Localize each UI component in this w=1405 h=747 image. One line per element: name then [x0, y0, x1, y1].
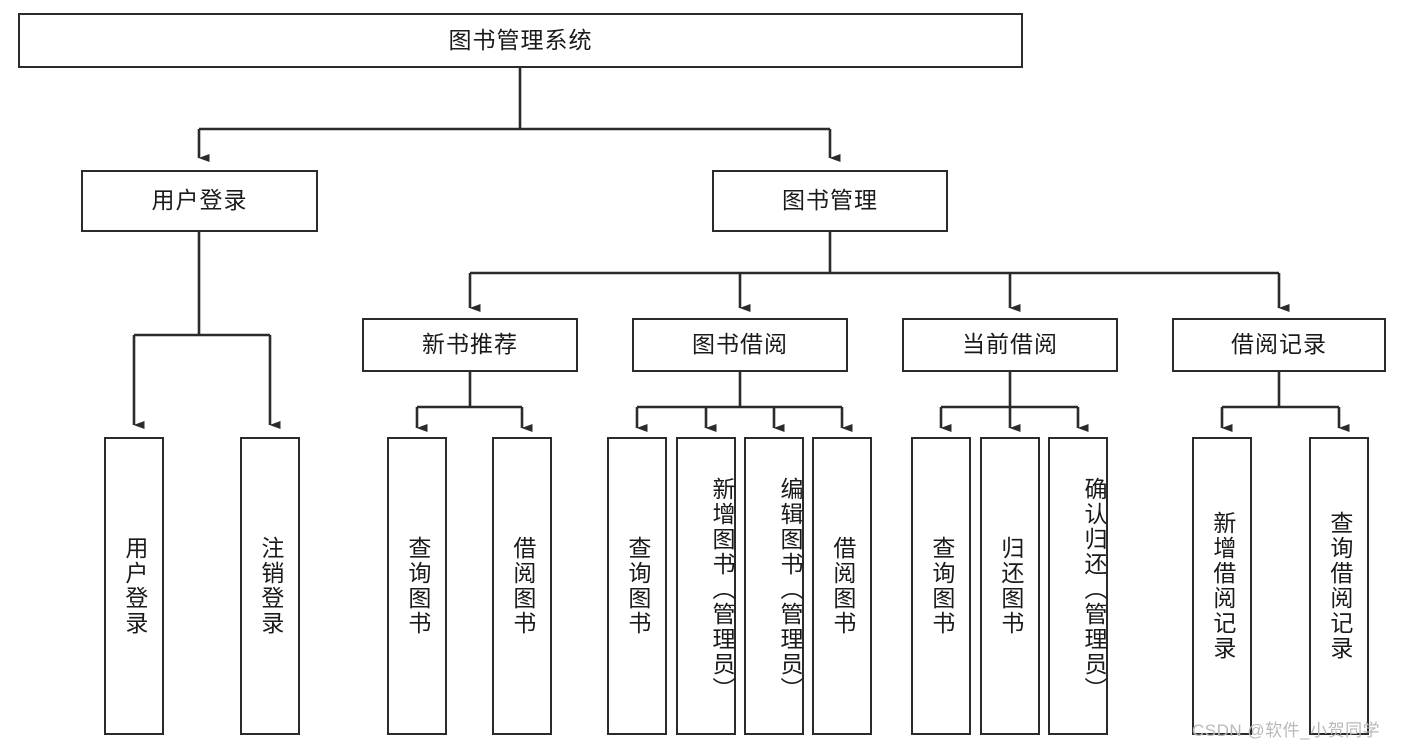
csdn-watermark: CSDN @软件_小贺同学 [1192, 721, 1381, 740]
leaf-borrowrecord-query-record[interactable]: 查询借阅记录 [1309, 437, 1369, 735]
node-book-management[interactable]: 图书管理 [712, 170, 948, 232]
leaf-newbook-borrow-book[interactable]: 借阅图书 [492, 437, 552, 735]
node-root-book-management-system[interactable]: 图书管理系统 [18, 13, 1023, 68]
node-new-book-recommendation[interactable]: 新书推荐 [362, 318, 578, 372]
leaf-bookborrow-add-book-admin[interactable]: 新增图书（管理员） [676, 437, 736, 735]
leaf-bookborrow-edit-book-admin[interactable]: 编辑图书（管理员） [744, 437, 804, 735]
node-current-borrowing[interactable]: 当前借阅 [902, 318, 1118, 372]
leaf-bookborrow-query-book[interactable]: 查询图书 [607, 437, 667, 735]
node-borrowing-record[interactable]: 借阅记录 [1172, 318, 1386, 372]
leaf-borrowrecord-add-record[interactable]: 新增借阅记录 [1192, 437, 1252, 735]
leaf-currentborrow-confirm-return-admin[interactable]: 确认归还（管理员） [1048, 437, 1108, 735]
leaf-bookborrow-borrow-book[interactable]: 借阅图书 [812, 437, 872, 735]
leaf-user-login[interactable]: 用户登录 [104, 437, 164, 735]
node-user-login[interactable]: 用户登录 [81, 170, 318, 232]
leaf-currentborrow-return-book[interactable]: 归还图书 [980, 437, 1040, 735]
leaf-logout-login[interactable]: 注销登录 [240, 437, 300, 735]
leaf-newbook-query-book[interactable]: 查询图书 [387, 437, 447, 735]
node-book-borrowing[interactable]: 图书借阅 [632, 318, 848, 372]
leaf-currentborrow-query-book[interactable]: 查询图书 [911, 437, 971, 735]
